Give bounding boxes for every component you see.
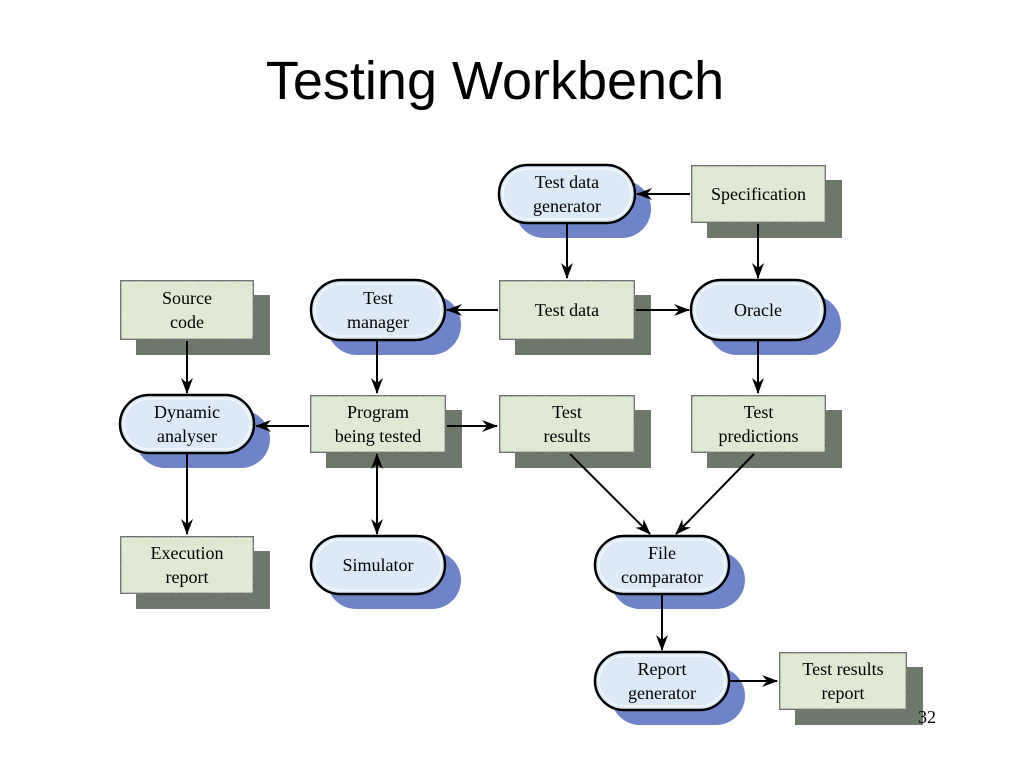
simulator-shape bbox=[309, 534, 447, 596]
node-source: Source code bbox=[118, 278, 256, 342]
node-tdg: Test data generator bbox=[497, 163, 637, 225]
node-predictions: Test predictions bbox=[689, 393, 828, 455]
source-shape bbox=[118, 278, 256, 342]
node-program: Program being tested bbox=[308, 393, 448, 455]
testmgr-highlight bbox=[314, 283, 442, 337]
comparator-highlight bbox=[598, 539, 726, 591]
tdg-highlight bbox=[502, 168, 632, 220]
node-spec: Specification bbox=[689, 163, 828, 225]
comparator-label-line-2: comparator bbox=[621, 567, 703, 587]
reportgen-highlight bbox=[598, 655, 726, 707]
oracle-highlight bbox=[694, 283, 822, 337]
results-shape bbox=[497, 393, 637, 455]
spec-label-line-1: Specification bbox=[711, 184, 806, 204]
reportgen-shape bbox=[593, 650, 731, 712]
program-label-line-1: Program bbox=[347, 402, 409, 422]
source-label-line-2: code bbox=[170, 312, 204, 332]
program-shape bbox=[308, 393, 448, 455]
results-label-line-1: Test bbox=[552, 402, 582, 422]
simulator-label-line-1: Simulator bbox=[343, 555, 414, 575]
results-label-line-2: results bbox=[544, 426, 591, 446]
node-oracle: Oracle bbox=[689, 278, 827, 342]
testdata-shape bbox=[497, 278, 637, 342]
slide-title: Testing Workbench bbox=[265, 51, 725, 111]
tdg-label-line-1: Test data bbox=[535, 172, 599, 192]
source-label-line-1: Source bbox=[162, 288, 212, 308]
tdg-shape bbox=[497, 163, 637, 225]
node-resultsreport: Test results report bbox=[777, 650, 909, 712]
program-label-line-2: being tested bbox=[335, 426, 421, 446]
node-simulator: Simulator bbox=[309, 534, 447, 596]
execution-label-line-2: report bbox=[166, 567, 209, 587]
node-comparator: File comparator bbox=[593, 534, 731, 596]
testmgr-label-line-1: Test bbox=[363, 288, 393, 308]
predictions-label-line-1: Test bbox=[744, 402, 774, 422]
tdg-label-line-2: generator bbox=[533, 196, 601, 216]
resultsreport-shape bbox=[777, 650, 909, 712]
resultsreport-label-line-1: Test results bbox=[802, 659, 883, 679]
node-testdata: Test data bbox=[497, 278, 637, 342]
execution-shape bbox=[118, 534, 256, 596]
node-results: Test results bbox=[497, 393, 637, 455]
spec-shape bbox=[689, 163, 828, 225]
edge-predictions-to-comparator bbox=[675, 453, 755, 535]
edge-results-to-comparator bbox=[569, 453, 651, 535]
resultsreport-label-line-2: report bbox=[822, 683, 865, 703]
dynamic-label-line-2: analyser bbox=[157, 426, 217, 446]
oracle-shape bbox=[689, 278, 827, 342]
predictions-shape bbox=[689, 393, 828, 455]
node-testmgr: Test manager bbox=[309, 278, 447, 342]
reportgen-label-line-2: generator bbox=[628, 683, 696, 703]
predictions-label-line-2: predictions bbox=[719, 426, 799, 446]
testdata-label-line-1: Test data bbox=[535, 300, 599, 320]
simulator-highlight bbox=[314, 539, 442, 591]
dynamic-label-line-1: Dynamic bbox=[154, 402, 220, 422]
page-number: 32 bbox=[918, 707, 936, 727]
node-reportgen: Report generator bbox=[593, 650, 731, 712]
reportgen-label-line-1: Report bbox=[638, 659, 687, 679]
execution-label-line-1: Execution bbox=[151, 543, 224, 563]
dynamic-highlight bbox=[123, 398, 251, 450]
testmgr-shape bbox=[309, 278, 447, 342]
node-execution: Execution report bbox=[118, 534, 256, 596]
node-dynamic: Dynamic analyser bbox=[118, 393, 256, 455]
oracle-label-line-1: Oracle bbox=[734, 300, 782, 320]
dynamic-shape bbox=[118, 393, 256, 455]
testmgr-label-line-2: manager bbox=[347, 312, 409, 332]
comparator-shape bbox=[593, 534, 731, 596]
comparator-label-line-1: File bbox=[648, 543, 676, 563]
edge-layer bbox=[181, 188, 778, 687]
